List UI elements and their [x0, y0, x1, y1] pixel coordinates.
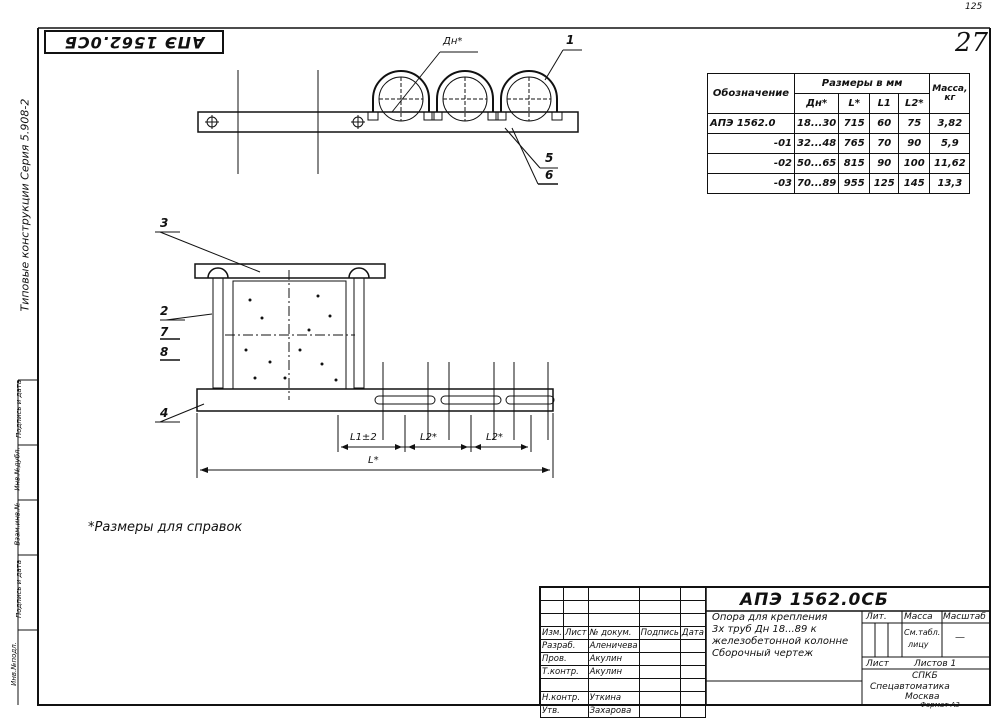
- sizes-table: Обозначение Размеры в мм Масса, кг Дн* L…: [707, 73, 971, 194]
- th-l1: L1: [869, 93, 900, 114]
- mass-label: Масса: [904, 612, 933, 622]
- label-7: 7: [160, 325, 169, 339]
- mass-value-2: лицу: [908, 640, 929, 649]
- dim-l1: L1±2: [350, 432, 377, 443]
- table-row: -02 50...65 815 90 100 11,62: [707, 153, 971, 174]
- th-l: L*: [838, 93, 871, 114]
- reference-note: *Размеры для справок: [88, 520, 243, 535]
- th-designation: Обозначение: [707, 73, 795, 114]
- label-4: 4: [160, 406, 169, 420]
- concrete-hatch: [244, 294, 338, 382]
- title-block-grid: [706, 610, 990, 705]
- org-2: Спецавтоматика: [870, 682, 950, 692]
- label-6: 6: [545, 168, 554, 182]
- sheets-label: Листов 1: [914, 659, 957, 669]
- drawing-code-stamp: АПЭ 1562.0СБ: [44, 30, 224, 54]
- title-name-1: Опора для крепления: [712, 612, 828, 623]
- side-cell-vzam: Взам.инв.№: [13, 502, 22, 546]
- table-row: АПЭ 1562.0 18...30 715 60 75 3,82: [707, 113, 971, 134]
- label-2: 2: [160, 304, 169, 318]
- format-label: Формат А3: [920, 701, 960, 709]
- page-number: 27: [955, 28, 989, 58]
- dim-dn: Дн*: [443, 36, 463, 47]
- title-name-4: Сборочный чертеж: [712, 648, 814, 659]
- org-1: СПКБ: [912, 671, 938, 681]
- title-name-3: железобетонной колонне: [712, 636, 849, 647]
- table-row: -01 32...48 765 70 90 5,9: [707, 133, 971, 154]
- side-cell-sign: Подпись и дата: [14, 560, 23, 618]
- scale-label: Масштаб: [943, 612, 986, 622]
- title-name-2: 3х труб Дн 18...89 к: [712, 624, 817, 635]
- th-dn: Дн*: [793, 93, 840, 114]
- label-3: 3: [160, 216, 169, 230]
- sheet-label: Лист: [866, 659, 889, 669]
- table-row: -03 70...89 955 125 145 13,3: [707, 173, 971, 194]
- series-label: Типовые конструкции Серия 5.908-2: [18, 98, 32, 312]
- label-5: 5: [545, 151, 554, 165]
- label-1: 1: [566, 33, 575, 47]
- lit-label: Лит.: [866, 612, 887, 622]
- mass-value: См.табл.: [904, 628, 941, 637]
- org-3: Москва: [905, 692, 940, 702]
- th-mass: Масса, кг: [929, 73, 971, 114]
- corner-mark: 125: [965, 2, 983, 12]
- dim-l2b: L2*: [486, 432, 503, 443]
- side-cell-sign2: Подпись и дата: [14, 380, 23, 438]
- title-code: АПЭ 1562.0СБ: [740, 590, 889, 610]
- title-block-signatures: Изм. Лист № докум. Подпись Дата Разраб.А…: [539, 587, 707, 718]
- side-cell-inv: Инв.№подл.: [9, 642, 18, 686]
- dim-l2: L2*: [420, 432, 437, 443]
- label-8: 8: [160, 345, 169, 359]
- th-l2: L2*: [898, 93, 931, 114]
- scale-value: —: [955, 632, 965, 643]
- side-cell-dubl: Инв.№дубл.: [13, 447, 22, 491]
- th-sizes: Размеры в мм: [793, 73, 931, 94]
- dim-l: L*: [368, 455, 379, 466]
